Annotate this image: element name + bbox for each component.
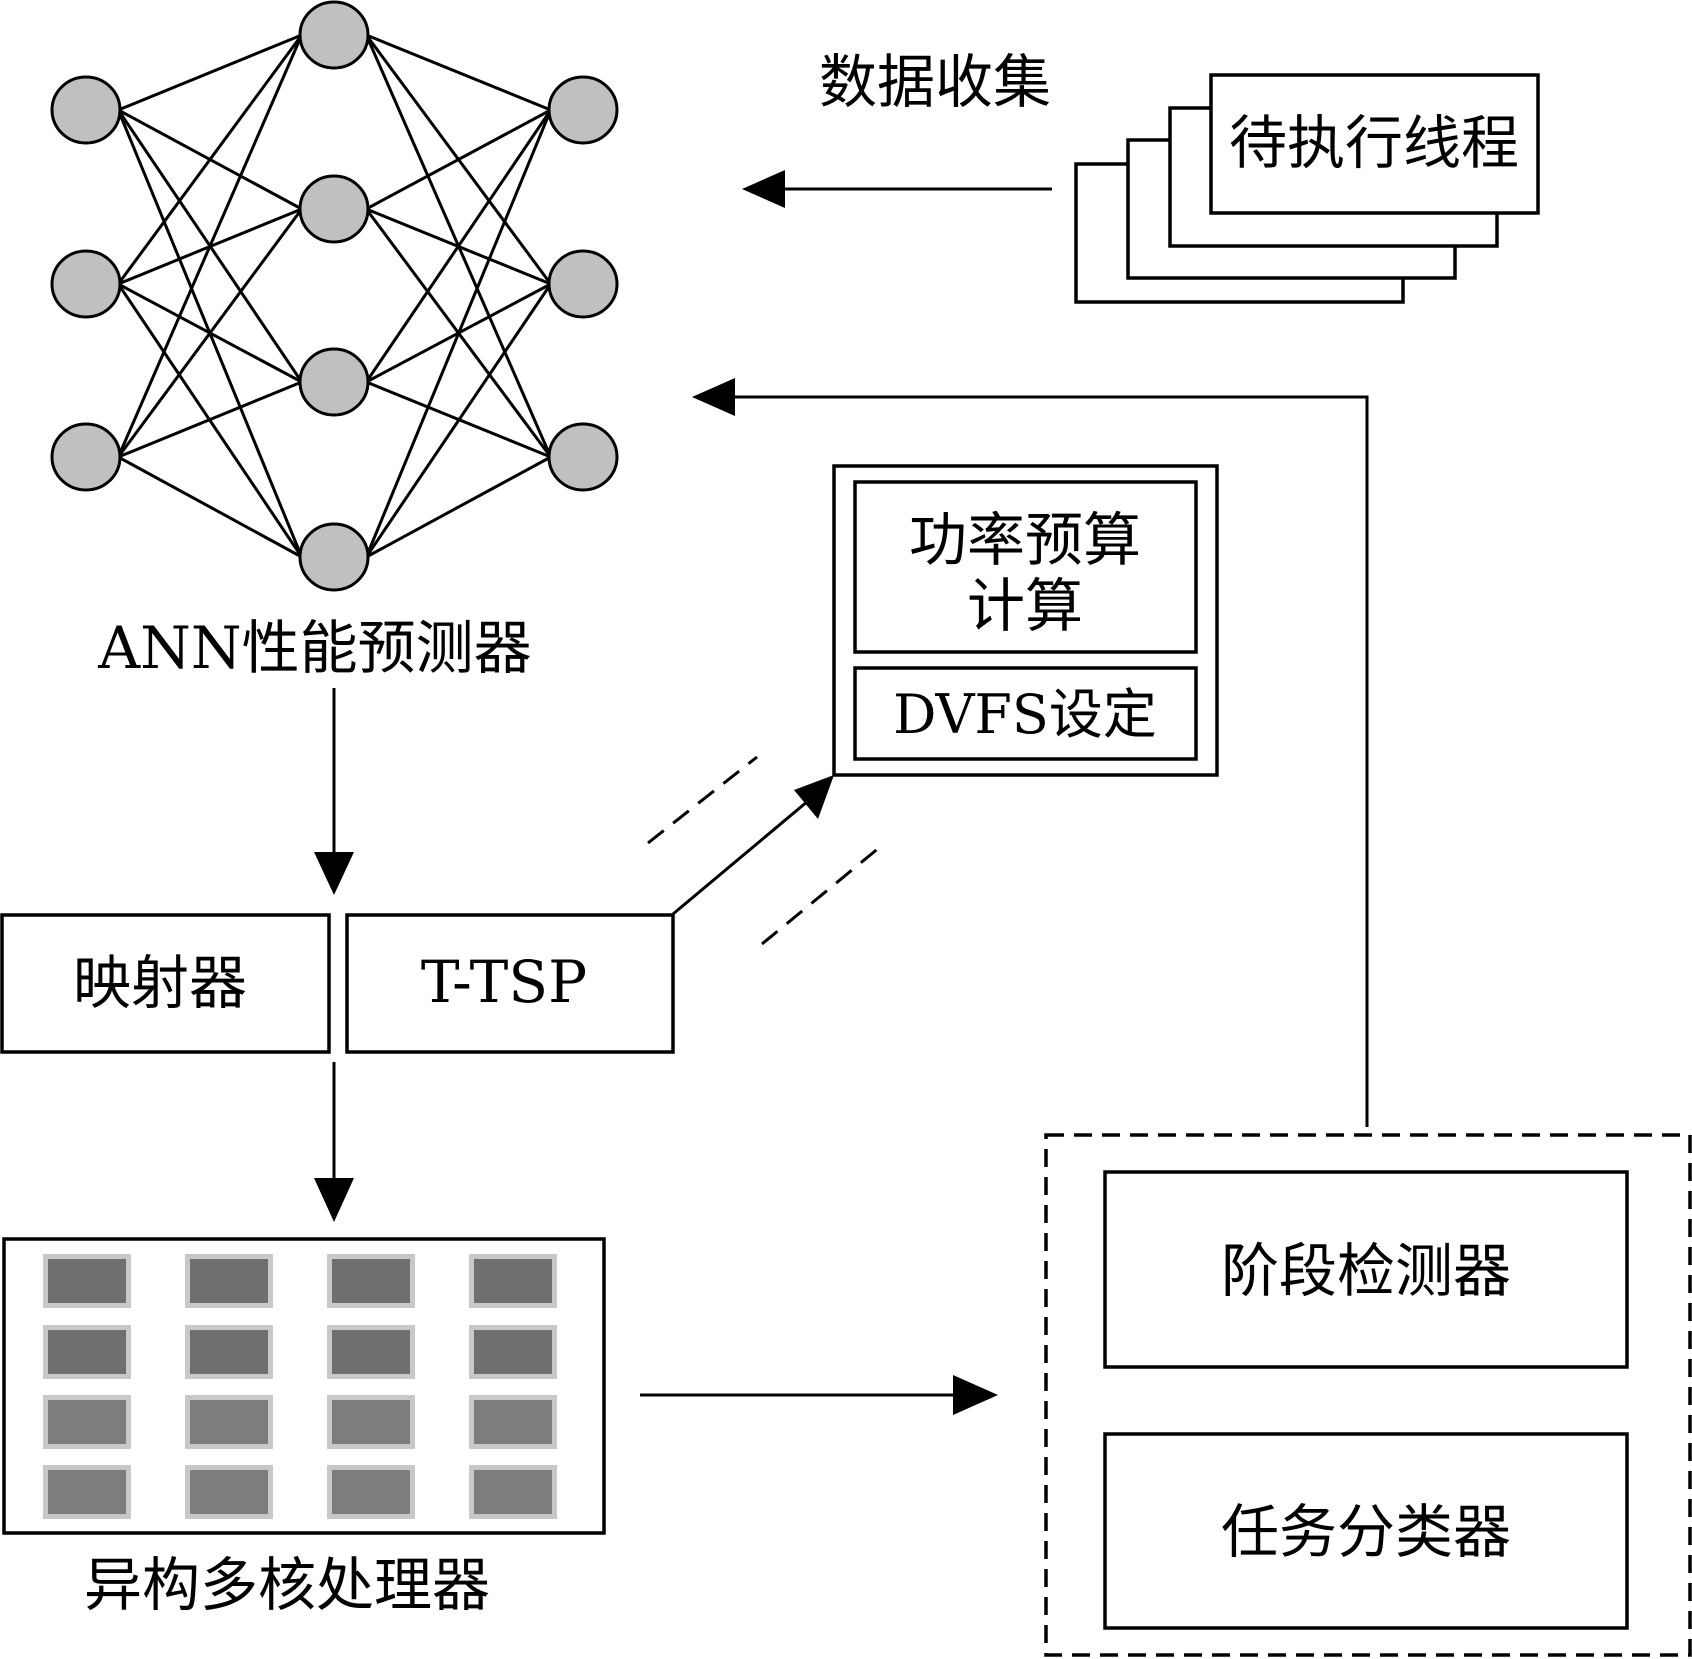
- power-budget-box: [853, 480, 1198, 654]
- neuron-node: [298, 0, 370, 70]
- neuron-node: [547, 422, 619, 492]
- ann-connections: [116, 33, 553, 559]
- mapper-to-processor-arrow-head: [314, 1178, 354, 1222]
- ann-neurons: [50, 0, 619, 592]
- processor-core: [474, 1470, 552, 1514]
- task-classifier-box: [1103, 1432, 1629, 1630]
- processor-core: [48, 1470, 126, 1514]
- ann-connection: [364, 109, 553, 558]
- pending-threads-stack: [1074, 73, 1540, 304]
- processor-core: [48, 1400, 126, 1444]
- mapper-box: [0, 913, 331, 1054]
- neuron-node: [298, 174, 370, 244]
- processor-core: [48, 1259, 126, 1303]
- dashed-guide-upper: [647, 755, 758, 845]
- detection-container: [1044, 1133, 1692, 1657]
- ttsp-box: [345, 913, 675, 1054]
- power-budget-label-line2: 计算: [967, 572, 1083, 640]
- ann-predictor-label: ANN性能预测器: [97, 614, 531, 682]
- dashed-guide-lower: [761, 845, 881, 946]
- pending-threads-label: 待执行线程: [1229, 109, 1519, 177]
- neuron-node: [50, 249, 122, 319]
- ttsp-to-dvfs-arrow-shaft: [672, 799, 809, 916]
- ann-connection: [117, 380, 303, 459]
- processor-to-detector-arrow-head: [953, 1375, 998, 1415]
- mapper-label: 映射器: [73, 949, 247, 1017]
- feedback-arrow-head: [692, 378, 735, 416]
- dvfs-setting-label: DVFS设定: [893, 683, 1157, 746]
- neuron-node: [50, 422, 122, 492]
- task-classifier-label: 任务分类器: [1221, 1498, 1511, 1566]
- power-dvfs-box: [832, 464, 1219, 777]
- ann-connection: [365, 455, 552, 559]
- feedback-line: [700, 395, 1369, 1127]
- dvfs-setting-box: [853, 666, 1198, 761]
- phase-detector-box: [1103, 1170, 1629, 1369]
- ann-connection: [117, 34, 303, 285]
- processor-core: [190, 1330, 268, 1374]
- processor-cores: [43, 1254, 557, 1519]
- ann-connection: [365, 109, 552, 383]
- ann-connection: [365, 33, 552, 112]
- processor-core: [332, 1400, 410, 1444]
- hetero-processor-label: 异构多核处理器: [84, 1551, 490, 1619]
- processor-core: [190, 1259, 268, 1303]
- power-budget-label-line1: 功率预算: [909, 506, 1141, 574]
- neuron-node: [298, 347, 370, 417]
- neuron-node: [50, 75, 122, 145]
- thread-card-1: [1209, 73, 1540, 215]
- neuron-node: [547, 75, 619, 145]
- processor-core: [332, 1330, 410, 1374]
- ann-connection: [116, 34, 304, 458]
- processor-core: [474, 1330, 552, 1374]
- processor-core: [474, 1259, 552, 1303]
- processor-core: [190, 1400, 268, 1444]
- ann-network: [50, 0, 619, 592]
- data-collection-label: 数据收集: [819, 48, 1051, 116]
- phase-detector-label: 阶段检测器: [1221, 1237, 1511, 1305]
- ttsp-label: T-TSP: [421, 948, 587, 1016]
- processor-core: [332, 1470, 410, 1514]
- processor-core: [48, 1330, 126, 1374]
- ttsp-to-dvfs-arrow-head: [794, 775, 834, 819]
- processor-core: [474, 1400, 552, 1444]
- ann-connection: [117, 33, 303, 112]
- ann-connection: [365, 283, 552, 558]
- ann-connection: [365, 108, 552, 211]
- processor-core: [332, 1259, 410, 1303]
- processor-core: [190, 1470, 268, 1514]
- data-collection-arrow-head: [742, 170, 785, 208]
- neuron-node: [547, 249, 619, 319]
- ann-to-mapper-arrow-head: [314, 852, 354, 895]
- ann-connection: [117, 455, 303, 559]
- ann-connection: [117, 208, 303, 458]
- neuron-node: [298, 522, 370, 592]
